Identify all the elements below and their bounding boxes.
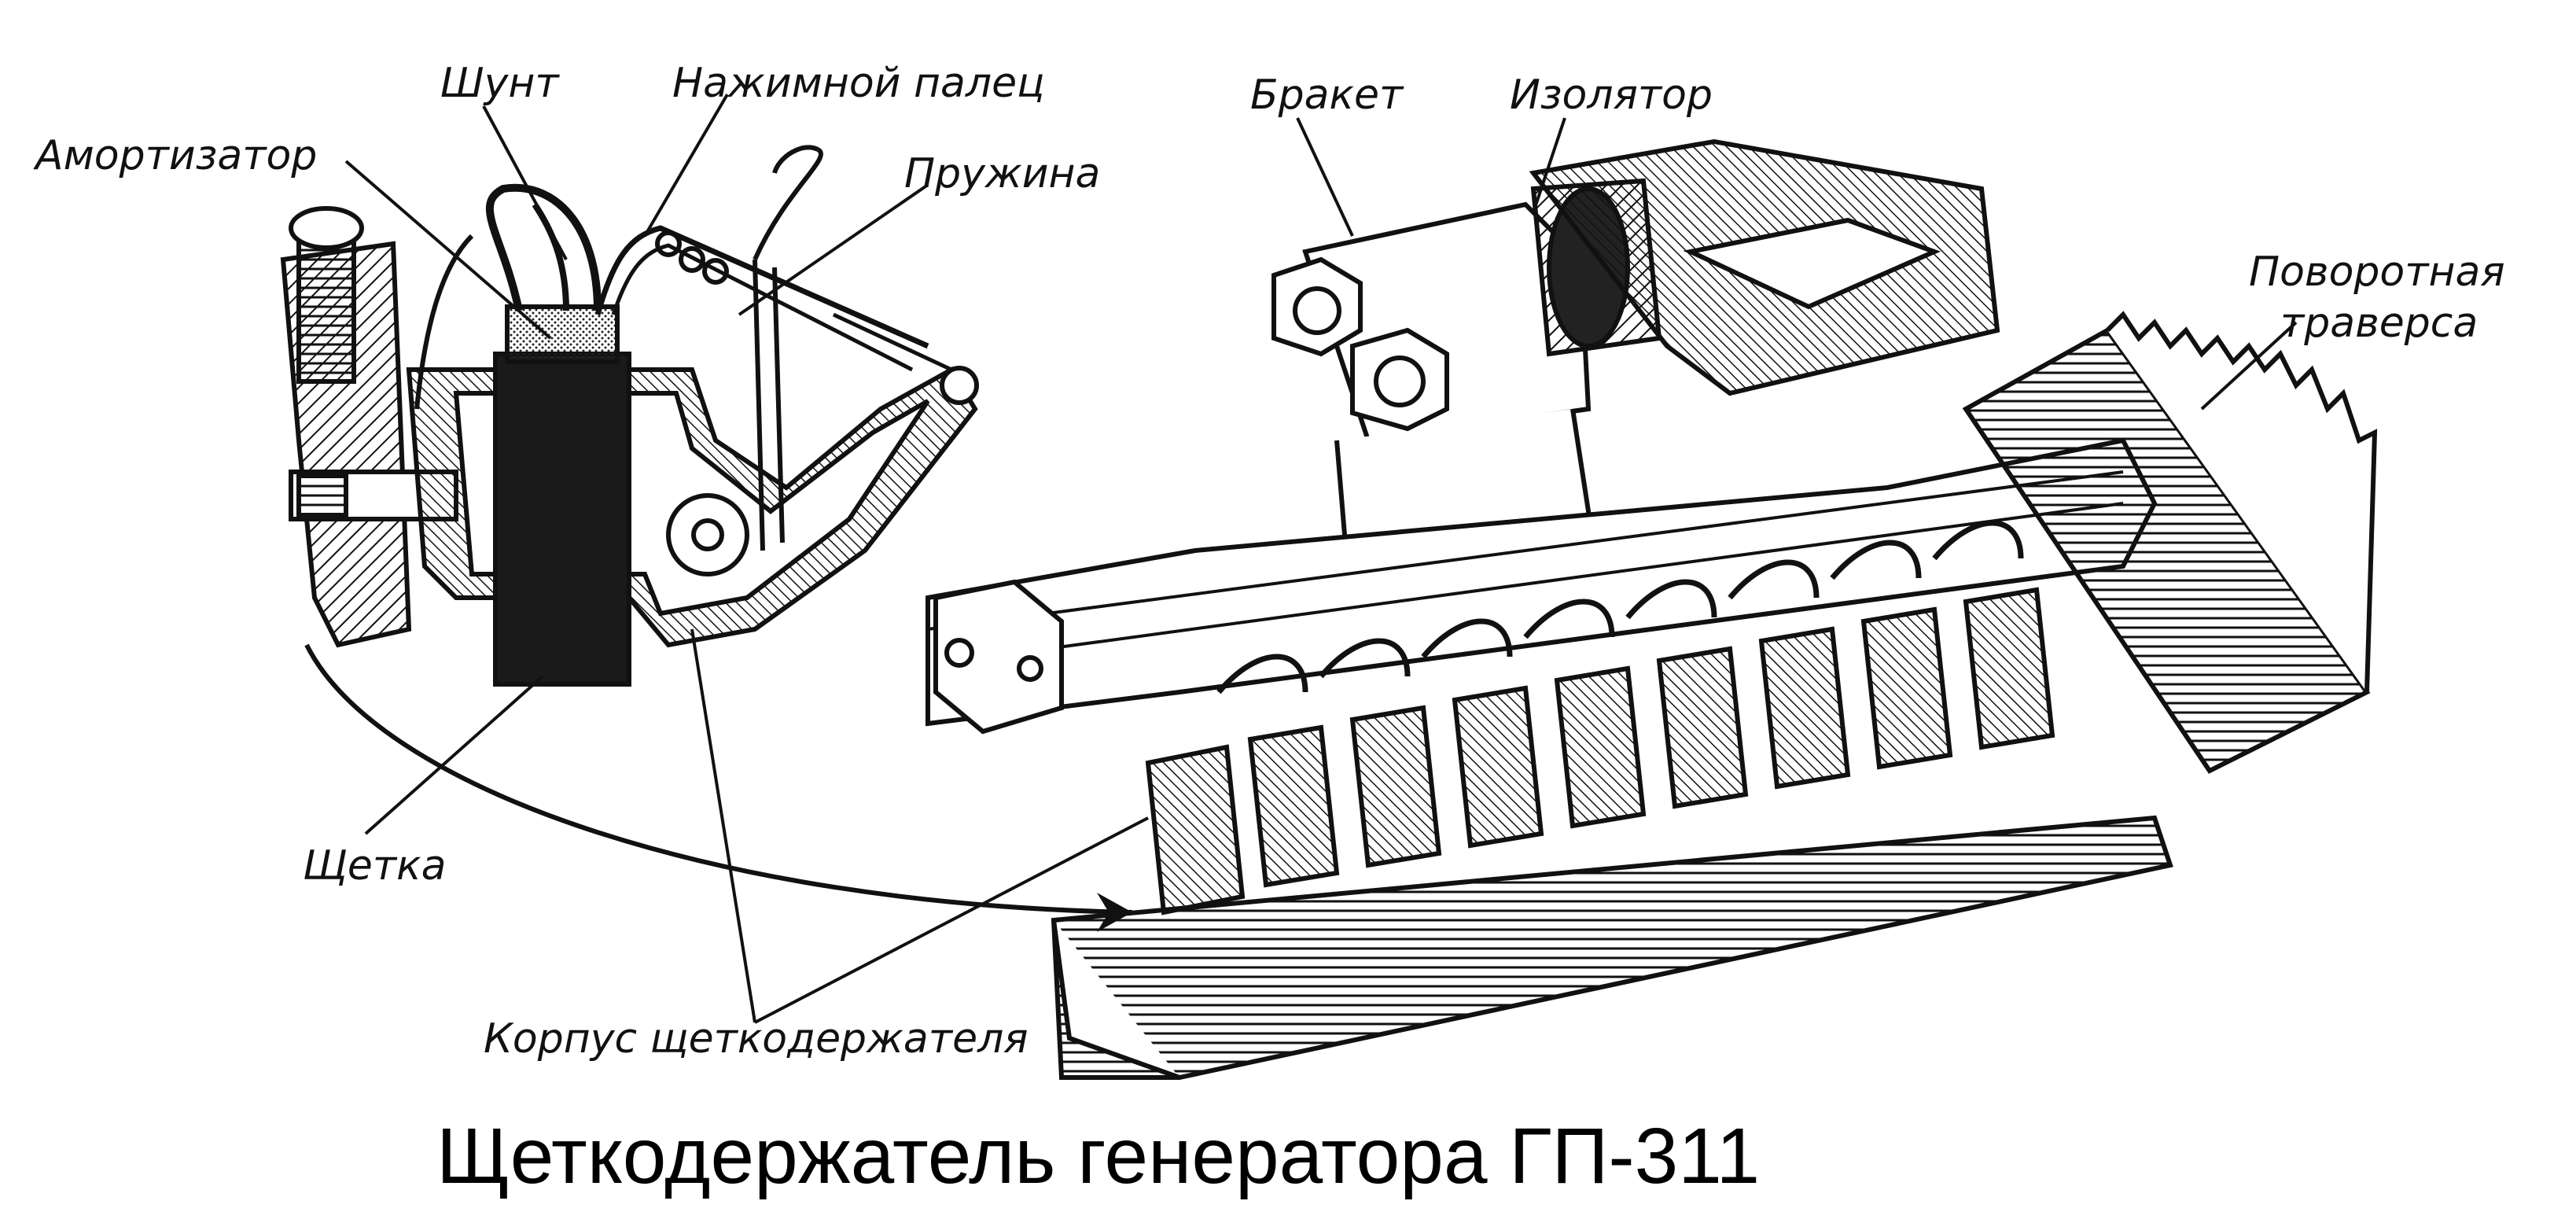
base-rail [1051,815,2173,1080]
label-pressure-finger: Нажимной палец [672,60,1045,107]
pin [940,366,979,405]
label-bracket: Бракет [1250,72,1404,119]
bolt-head-2 [1350,327,1449,432]
brush [493,352,631,687]
shunt-wire [485,183,602,312]
connector-arc [304,643,1133,915]
label-shock-absorber: Амортизатор [35,132,318,179]
label-brush: Щетка [303,842,447,890]
label-insulator: Изолятор [1510,72,1713,119]
label-shunt: Шунт [440,60,559,107]
label-spring: Пружина [904,150,1101,197]
label-holder-body: Корпус щеткодержателя [484,1015,1029,1063]
brush-holder-row [1145,587,2055,915]
label-rotary-traverse-1: Поворотная [2249,249,2505,296]
leader-lines [344,93,2298,1024]
screw [296,222,356,384]
pressure-finger [594,225,929,349]
label-rotary-traverse-2: траверса [2280,300,2478,347]
cutaway-detail [280,145,979,687]
shunt-loops [1216,520,2024,694]
figure-caption: Щеткодержатель генератора ГП-311 [436,1112,1761,1200]
assembly [926,138,2378,1080]
bolt-head-1 [1271,256,1363,357]
spring [655,145,823,285]
end-block [933,579,1064,735]
rotary-traverse [1962,311,2378,774]
